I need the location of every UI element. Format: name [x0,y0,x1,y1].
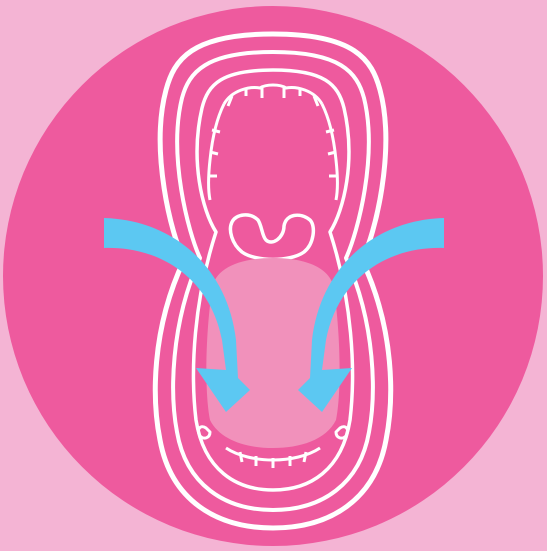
illustration-stage [0,0,547,551]
mouth-illustration [0,0,547,551]
